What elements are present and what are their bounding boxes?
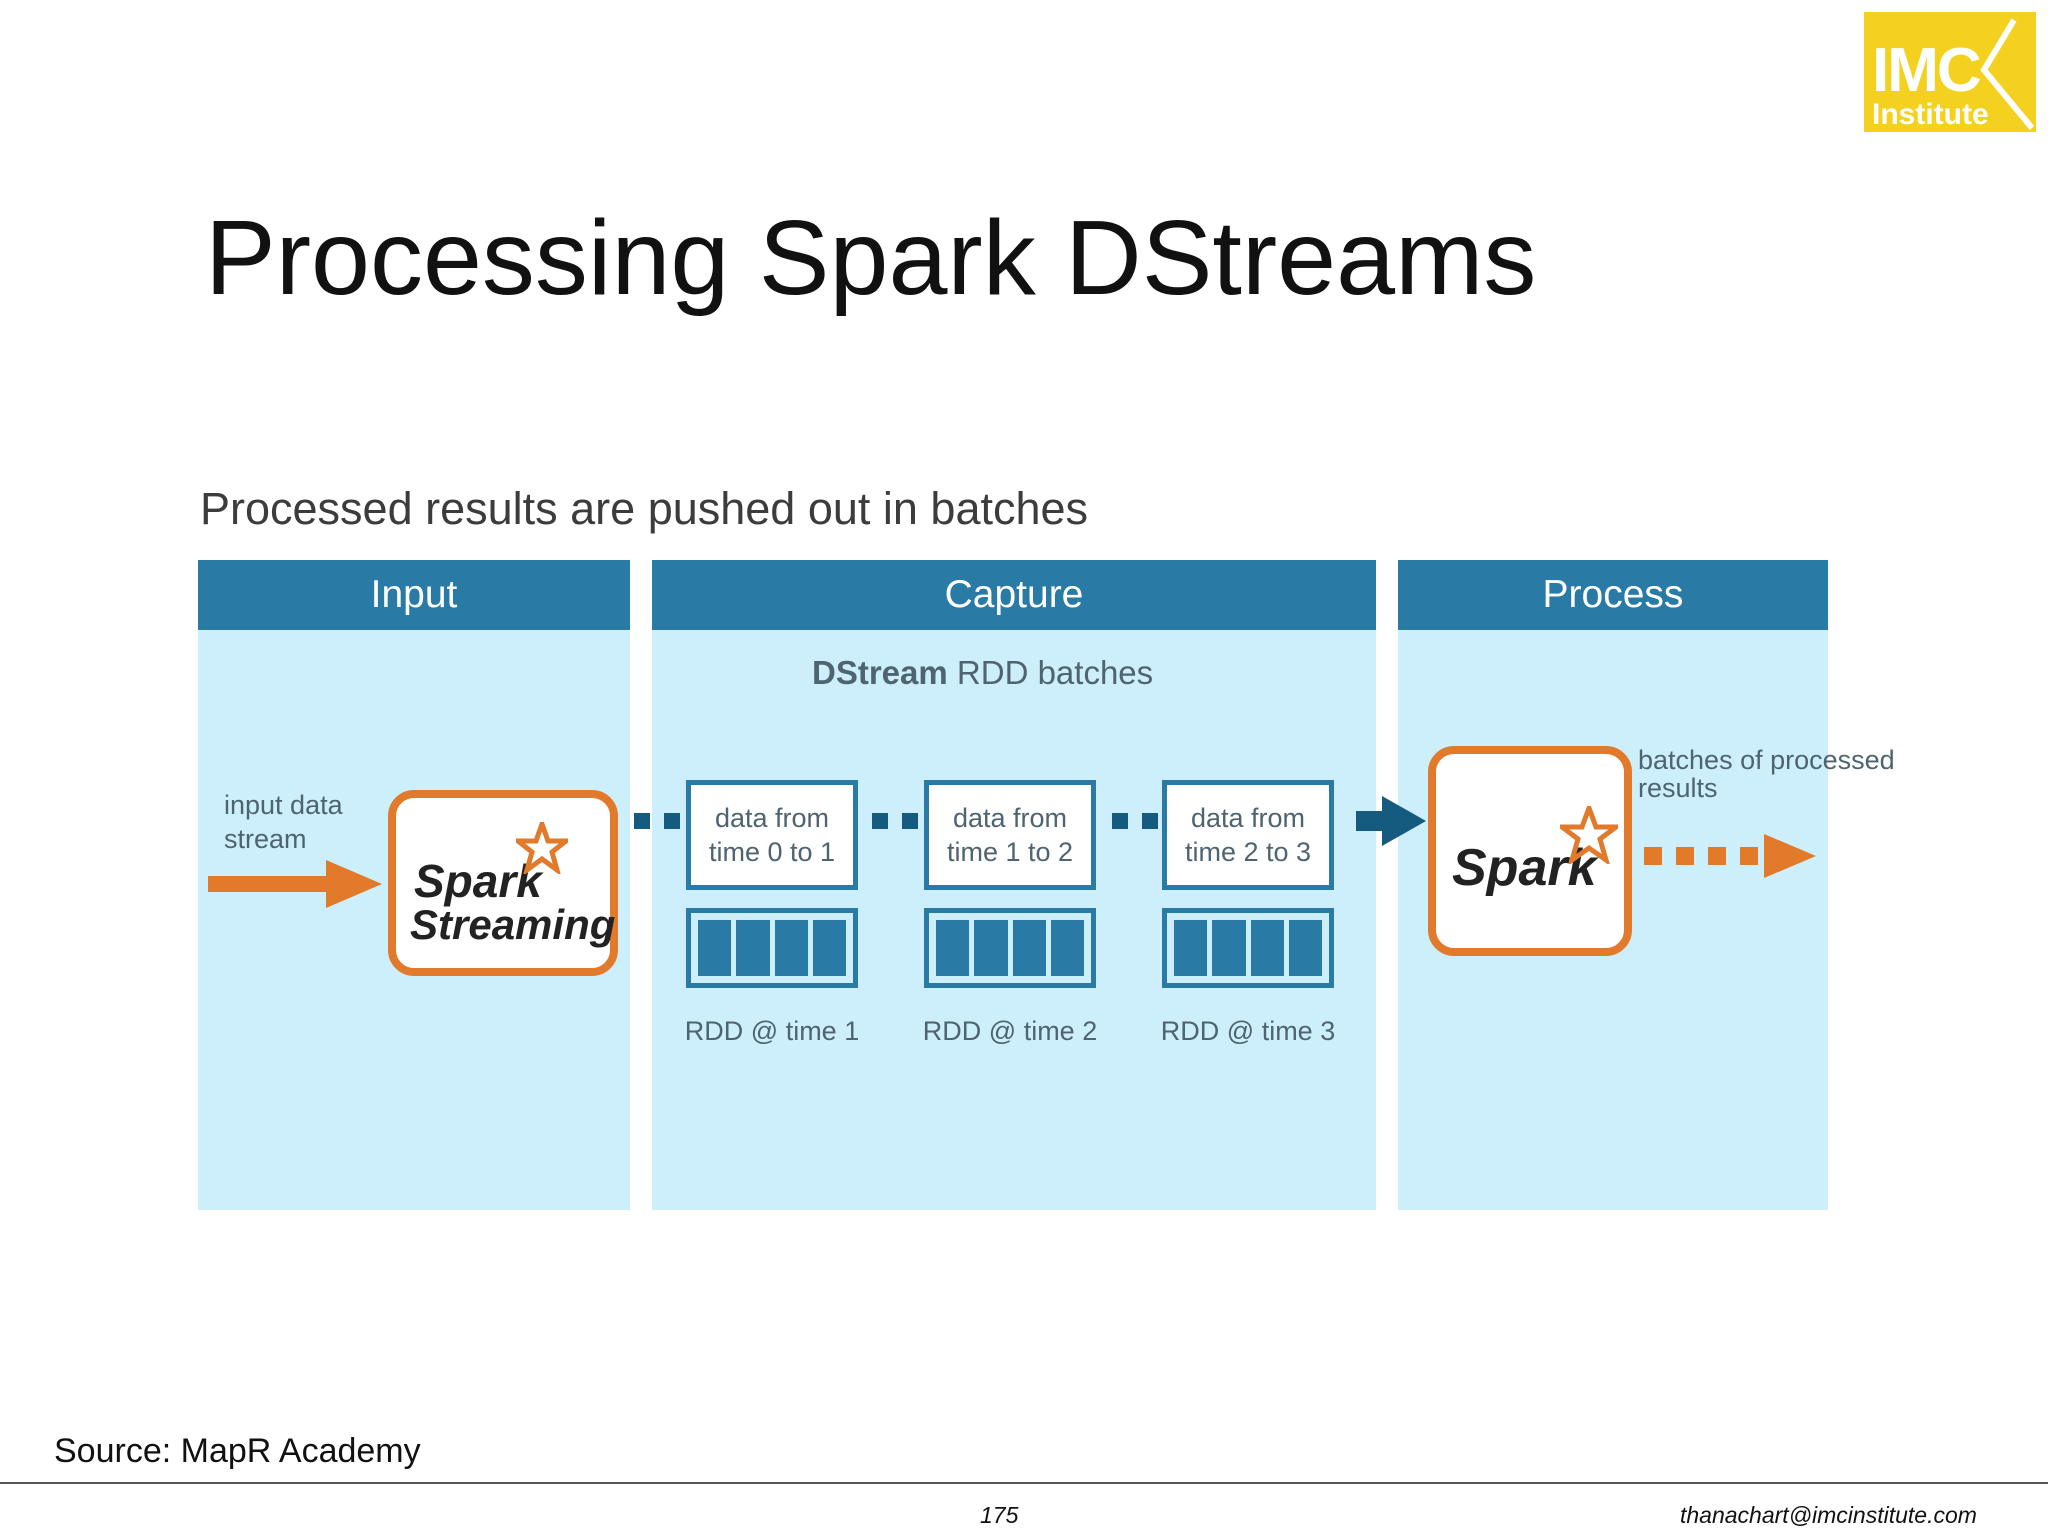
author-email: thanachart@imcinstitute.com: [1680, 1502, 1977, 1528]
logo-main-text: IMC: [1872, 36, 1982, 105]
slide-subtitle: Processed results are pushed out in batc…: [200, 483, 1089, 534]
dstream-heading-rest: RDD batches: [947, 654, 1154, 691]
imc-institute-logo: IMC Institute: [1864, 12, 2036, 132]
rdd-label-2: RDD @ time 2: [922, 1016, 1098, 1046]
batch-box-2: data from time 1 to 2: [924, 780, 1096, 890]
capture-panel-header: Capture: [652, 560, 1376, 630]
rdd-partition: [1174, 920, 1208, 976]
spark-star-icon: [1560, 806, 1618, 864]
logo-sub-text: Institute: [1872, 98, 1989, 131]
spark-streaming-logo-card: Spark Streaming: [388, 790, 618, 976]
logo-chevron-icon: [1980, 18, 2035, 130]
connector-dash: [902, 813, 918, 829]
rdd-partition: [1250, 920, 1284, 976]
batch-box-3: data from time 2 to 3: [1162, 780, 1334, 890]
input-label-line1: input data: [224, 790, 343, 820]
rdd-block-3: [1162, 908, 1334, 988]
batch-box-1: data from time 0 to 1: [686, 780, 858, 890]
batch-3-line1: data from: [1190, 803, 1306, 833]
rdd-partition: [1212, 920, 1246, 976]
rdd-partition: [1050, 920, 1084, 976]
batch-2-line2: time 1 to 2: [946, 837, 1074, 867]
output-label: batches of processed results: [1638, 746, 1895, 802]
connector-dash: [1112, 813, 1128, 829]
output-dashed-arrow-icon: [1644, 834, 1816, 878]
connector-dash: [872, 813, 888, 829]
connector-dash: [1142, 813, 1158, 829]
rdd-label-3: RDD @ time 3: [1160, 1016, 1336, 1046]
batch-1-line2: time 0 to 1: [708, 837, 836, 867]
spark-logo-card: Spark: [1428, 746, 1632, 956]
input-arrow-icon: [208, 860, 382, 908]
batch-3-line2: time 2 to 3: [1184, 837, 1312, 867]
rdd-partition: [974, 920, 1008, 976]
spark-streaming-line2: Streaming: [410, 901, 616, 948]
output-label-line1: batches of processed: [1638, 745, 1895, 775]
page-number: 175: [980, 1502, 1019, 1528]
rdd-partition: [1012, 920, 1046, 976]
dstream-heading: DStream RDD batches: [812, 654, 1153, 692]
input-stream-label: input data stream: [224, 788, 343, 856]
rdd-partition: [1288, 920, 1322, 976]
dstream-heading-bold: DStream: [812, 654, 948, 691]
input-label-line2: stream: [224, 824, 307, 854]
rdd-block-1: [686, 908, 858, 988]
connector-dash: [634, 813, 650, 829]
rdd-partition: [774, 920, 808, 976]
input-panel-header: Input: [198, 560, 630, 630]
rdd-partition: [736, 920, 770, 976]
footer-divider: [0, 1482, 2048, 1484]
spark-star-icon: [516, 822, 568, 874]
rdd-partition: [698, 920, 732, 976]
rdd-partition: [812, 920, 846, 976]
batch-2-line1: data from: [952, 803, 1068, 833]
slide-title: Processing Spark DStreams: [205, 199, 1537, 317]
rdd-label-1: RDD @ time 1: [684, 1016, 860, 1046]
output-label-line2: results: [1638, 773, 1718, 803]
capture-to-process-arrow-icon: [1356, 796, 1426, 846]
rdd-partition: [936, 920, 970, 976]
process-panel-header: Process: [1398, 560, 1828, 630]
rdd-block-2: [924, 908, 1096, 988]
source-citation: Source: MapR Academy: [54, 1432, 421, 1470]
spark-streaming-line1: Spark: [414, 855, 542, 907]
connector-dash: [664, 813, 680, 829]
batch-1-line1: data from: [714, 803, 830, 833]
